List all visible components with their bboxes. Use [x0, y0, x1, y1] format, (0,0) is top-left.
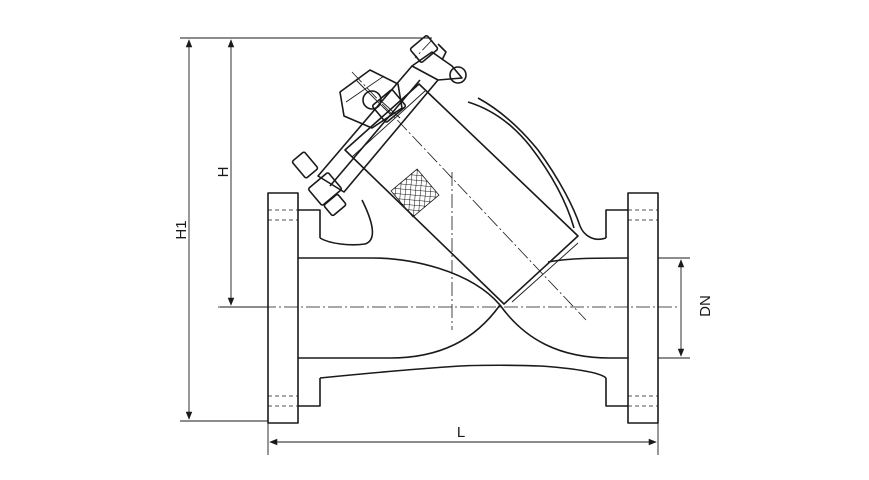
extension-lines [180, 37, 690, 455]
dimension-l: L [269, 424, 657, 446]
center-lines [218, 39, 680, 330]
dim-label-dn: DN [697, 295, 714, 317]
dim-label-l: L [457, 424, 465, 441]
strainer-screen-tube [344, 83, 579, 305]
bolt-upper [371, 35, 447, 123]
valve-body [298, 97, 629, 379]
bonnet-cover [317, 51, 467, 193]
mesh-hatch [390, 168, 440, 218]
dim-label-h1: H1 [173, 220, 190, 239]
dimension-dn: DN [677, 259, 714, 357]
drain-plug [339, 69, 403, 129]
dimension-h: H [215, 39, 235, 306]
right-flange [605, 192, 659, 424]
dimension-h1: H1 [173, 39, 193, 420]
left-flange [267, 192, 321, 424]
bolt-lower [291, 151, 347, 217]
dim-label-h: H [215, 167, 232, 178]
